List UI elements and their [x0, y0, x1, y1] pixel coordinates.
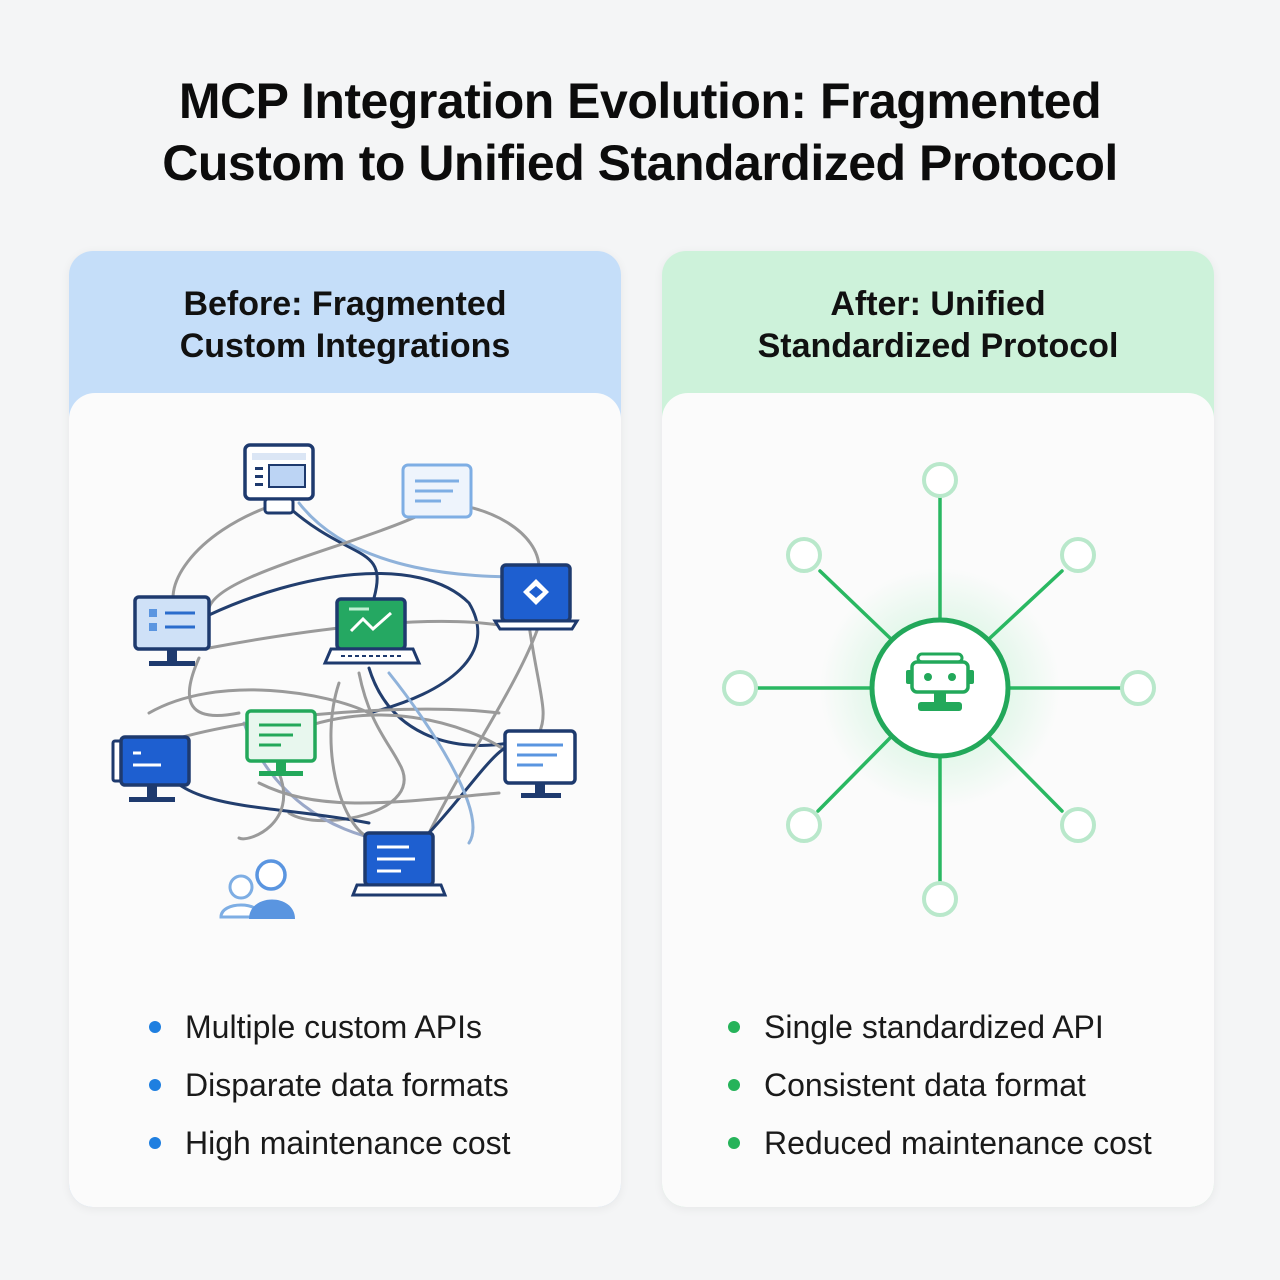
bullet-text: Disparate data formats	[185, 1067, 509, 1103]
document-icon	[401, 463, 473, 519]
terminal-icon	[243, 443, 315, 515]
bullet-text: Consistent data format	[764, 1067, 1086, 1103]
spoke-node	[922, 881, 958, 917]
bullet-text: Reduced maintenance cost	[764, 1125, 1152, 1161]
bullet-text: High maintenance cost	[185, 1125, 511, 1161]
laptop-chart-icon	[322, 597, 422, 665]
after-bullet-list: Single standardized API Consistent data …	[726, 998, 1152, 1172]
title-line-1: MCP Integration Evolution: Fragmented	[178, 73, 1102, 129]
bullet-dot	[728, 1137, 740, 1149]
spoke-node	[786, 807, 822, 843]
after-panel: After: Unified Standardized Protocol	[662, 251, 1214, 1207]
users-icon	[219, 859, 295, 919]
bullet-dot	[728, 1021, 740, 1033]
monitor-icon	[133, 595, 211, 666]
bullet-dot	[149, 1079, 161, 1091]
laptop-icon	[492, 563, 580, 631]
bullet-dot	[728, 1079, 740, 1091]
monitor-icon	[245, 709, 317, 776]
spoke-node	[786, 537, 822, 573]
list-item: High maintenance cost	[147, 1114, 511, 1172]
before-header-line-2: Custom Integrations	[179, 327, 511, 365]
after-header-line-1: After: Unified	[830, 285, 1046, 323]
monitor-icon	[503, 729, 577, 798]
before-panel: Before: Fragmented Custom Integrations	[69, 251, 621, 1207]
list-item: Multiple custom APIs	[147, 998, 511, 1056]
bullet-text: Single standardized API	[764, 1009, 1104, 1045]
bullet-text: Multiple custom APIs	[185, 1009, 482, 1045]
after-panel-header: After: Unified Standardized Protocol	[662, 251, 1214, 393]
list-item: Disparate data formats	[147, 1056, 511, 1114]
before-panel-body: Multiple custom APIs Disparate data form…	[69, 393, 621, 1207]
list-item: Consistent data format	[726, 1056, 1152, 1114]
spoke-node	[922, 462, 958, 498]
robot-hub-icon	[869, 617, 1011, 759]
before-bullet-list: Multiple custom APIs Disparate data form…	[147, 998, 511, 1172]
bullet-dot	[149, 1137, 161, 1149]
monitor-icon	[111, 735, 191, 802]
bullet-dot	[149, 1021, 161, 1033]
title-line-2: Custom to Unified Standardized Protocol	[162, 135, 1118, 191]
spoke-node	[1060, 807, 1096, 843]
hub-spoke-diagram	[722, 462, 1156, 917]
spoke-node	[1060, 537, 1096, 573]
spoke-node	[722, 670, 758, 706]
list-item: Single standardized API	[726, 998, 1152, 1056]
list-item: Reduced maintenance cost	[726, 1114, 1152, 1172]
after-panel-body: Single standardized API Consistent data …	[662, 393, 1214, 1207]
laptop-icon	[350, 831, 448, 897]
spoke-node	[1120, 670, 1156, 706]
after-header-line-2: Standardized Protocol	[757, 327, 1119, 365]
before-panel-header: Before: Fragmented Custom Integrations	[69, 251, 621, 393]
fragmented-network-diagram	[111, 443, 580, 919]
page-title: MCP Integration Evolution: Fragmented Cu…	[0, 70, 1280, 194]
before-header-line-1: Before: Fragmented	[183, 285, 507, 323]
